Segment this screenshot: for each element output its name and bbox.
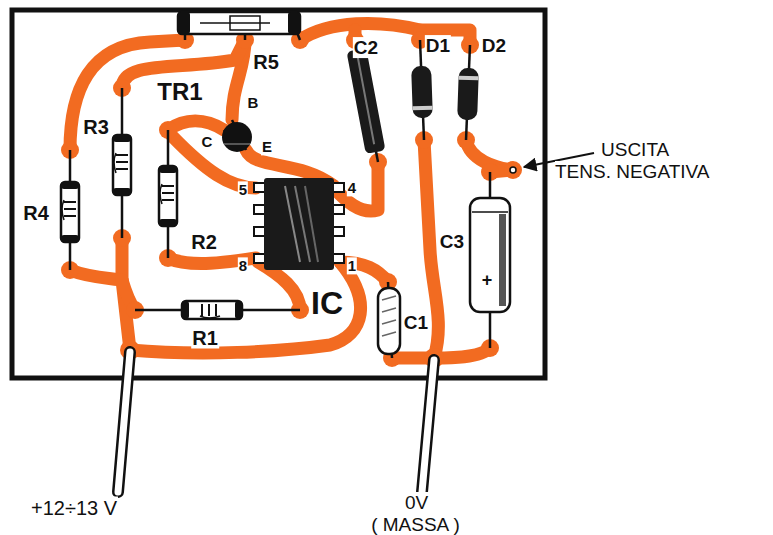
- part-label: 1: [347, 257, 357, 274]
- label-box: 8: [238, 257, 248, 274]
- label-box: USCITA TENS. NEGATIVA: [555, 139, 727, 183]
- label-box: 0V ( MASSA ): [368, 492, 464, 535]
- label-box: R4: [22, 202, 50, 225]
- resistor-symbol: [182, 301, 242, 319]
- label-box: E: [261, 138, 273, 155]
- part-label: C2: [353, 37, 379, 58]
- label-box: R3: [82, 116, 110, 139]
- wrap-spacer: [555, 139, 600, 161]
- part-label: 4: [347, 179, 357, 196]
- resistor-symbol: [178, 12, 300, 34]
- part-label: D1: [425, 35, 451, 56]
- wrap-spacer: [430, 492, 464, 514]
- part-label: R2: [190, 231, 218, 253]
- capacitor-symbol: [347, 48, 386, 154]
- part-label: 5: [238, 181, 248, 198]
- diode-symbol: [411, 66, 433, 119]
- label-box: D1: [425, 35, 451, 57]
- label-box: C1: [403, 312, 429, 334]
- part-label: R1: [191, 327, 219, 349]
- part-label: R3: [82, 116, 110, 138]
- capacitor-symbol: [378, 288, 400, 354]
- part-label: C3: [439, 231, 465, 252]
- label-box: 4: [347, 179, 357, 196]
- part-label: 8: [238, 257, 248, 274]
- output-hole: [510, 167, 516, 173]
- wrap-spacer: [368, 492, 402, 514]
- terminal-label: 0V ( MASSA ): [371, 492, 461, 535]
- part-label: +: [481, 270, 494, 290]
- label-box: IC: [310, 285, 344, 322]
- part-label: E: [261, 138, 273, 155]
- label-box: TR1: [156, 78, 203, 106]
- resistor-symbol: [113, 135, 131, 195]
- part-label: R5: [252, 51, 280, 73]
- part-label: R4: [22, 202, 50, 224]
- label-box: C2: [353, 37, 379, 59]
- label-box: C3: [439, 231, 465, 253]
- part-label: C1: [403, 312, 429, 333]
- component-leads: [70, 30, 490, 358]
- transistor-symbol: [222, 122, 252, 152]
- board-outline: [12, 10, 545, 378]
- electrolytic-capacitor: [470, 198, 510, 312]
- part-label: TR1: [156, 78, 203, 105]
- supply-wires: [118, 352, 434, 492]
- part-label: B: [247, 94, 260, 111]
- label-box: B: [247, 94, 260, 111]
- resistor-symbol: [159, 166, 177, 226]
- terminal-label: +12÷13 V: [30, 497, 118, 519]
- label-box: 5: [238, 181, 248, 198]
- ic-package: [254, 178, 344, 270]
- label-box: R1: [191, 327, 219, 350]
- solder-pads: [61, 31, 522, 368]
- part-label: IC: [310, 285, 344, 321]
- part-label: D2: [481, 35, 507, 56]
- label-box: R5: [252, 51, 280, 74]
- copper-traces: [70, 23, 513, 358]
- terminal-label: USCITA TENS. NEGATIVA: [555, 139, 711, 182]
- label-box: R2: [190, 231, 218, 254]
- label-box: +12÷13 V: [30, 497, 118, 520]
- label-box: C: [201, 133, 214, 150]
- resistor-symbol: [61, 182, 79, 242]
- label-box: +: [481, 270, 494, 291]
- diode-symbol: [457, 68, 479, 121]
- label-box: 1: [347, 257, 357, 274]
- part-label: C: [201, 133, 214, 150]
- label-box: D2: [481, 35, 507, 57]
